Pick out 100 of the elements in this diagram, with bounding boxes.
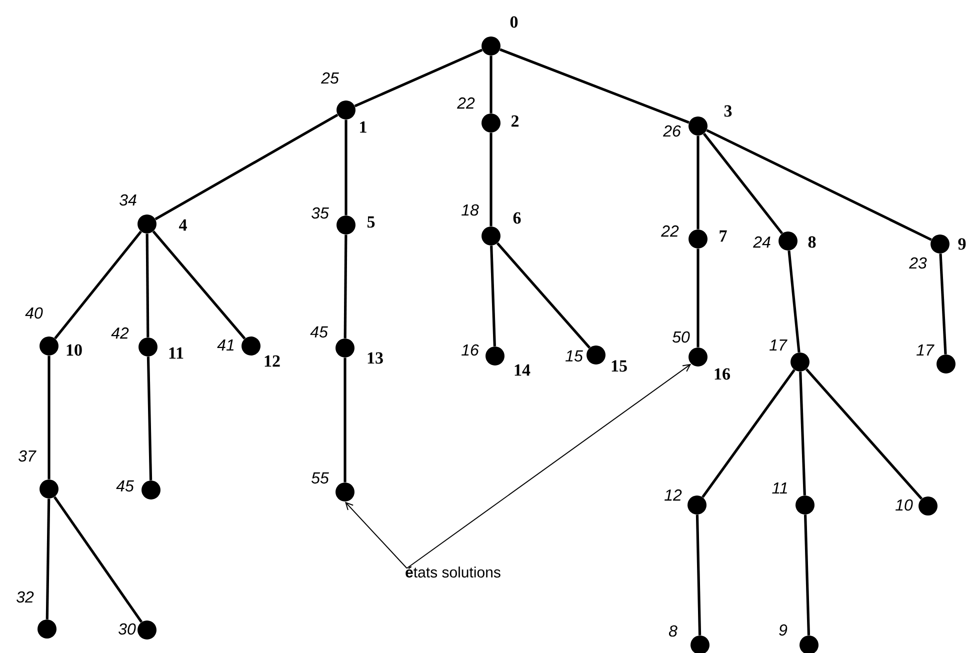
node-number: 12 (264, 355, 280, 367)
tree-edge (702, 369, 796, 498)
cost-value: 10 (896, 499, 913, 511)
leader-line (406, 364, 692, 569)
tree-node-dot (688, 230, 708, 248)
node-number: 6 (513, 212, 521, 224)
tree-node-dot (336, 482, 354, 502)
cost-value: 15 (566, 350, 583, 362)
tree-node-dot (796, 496, 815, 514)
tree-node-dot (138, 338, 158, 356)
tree-edge (500, 48, 690, 124)
cost-value: 55 (311, 472, 329, 484)
node-number: 15 (612, 360, 627, 372)
tree-node-dot (242, 336, 260, 356)
tree-node-dot (586, 346, 606, 364)
tree-node-dot (936, 354, 956, 374)
tree-edge (46, 498, 50, 620)
node-number: 4 (179, 219, 187, 231)
tree-node-dot (482, 226, 500, 246)
tree-node-dot (790, 352, 810, 372)
tree-edge (696, 248, 700, 348)
tree-edge (805, 368, 923, 500)
cost-value: 42 (111, 327, 129, 339)
cost-value: 45 (116, 480, 134, 492)
cost-value: 16 (462, 344, 479, 356)
tree-edge (154, 114, 338, 220)
cost-value: 11 (772, 482, 787, 494)
cost-value: 30 (118, 623, 136, 635)
node-number: 2 (511, 115, 519, 127)
tree-node-dot (38, 620, 56, 638)
leader-line (345, 502, 408, 569)
tree-node-dot (688, 348, 708, 366)
cost-value: 50 (672, 331, 690, 343)
tree-edge (788, 250, 800, 352)
tree-edge (702, 132, 784, 234)
tree-edge (54, 230, 142, 340)
node-number: 8 (808, 236, 816, 248)
node-number: 13 (368, 352, 383, 364)
cost-value: 35 (311, 207, 329, 219)
tree-node-dot (688, 496, 707, 514)
tree-node-dot (482, 114, 500, 132)
tree-edge (146, 356, 152, 480)
cost-value: 17 (770, 340, 788, 350)
tree-edge (490, 246, 496, 346)
cost-value: 22 (457, 97, 475, 109)
tree-node-dot (918, 496, 938, 516)
node-number: 3 (724, 105, 732, 117)
node-number: 16 (714, 368, 730, 380)
tree-node-dot (336, 216, 356, 234)
cost-value: 12 (664, 489, 682, 501)
tree-node-dot (778, 232, 798, 250)
tree-node-dot (40, 336, 58, 356)
node-number: 7 (720, 230, 727, 242)
tree-edge (48, 356, 50, 480)
node-number: 1 (360, 121, 366, 133)
node-number: 5 (367, 216, 375, 228)
node-number: 14 (514, 364, 530, 376)
tree-edge (696, 136, 700, 230)
tree-edge (706, 129, 932, 241)
tree-edge (799, 372, 806, 496)
cost-value: 41 (217, 340, 234, 350)
tree-edge (53, 496, 143, 623)
tree-node-dot (930, 234, 950, 254)
annotation-text: états solutions (406, 566, 500, 578)
node-number: 10 (66, 344, 82, 356)
tree-node-dot (138, 214, 156, 234)
cost-value: 9 (779, 624, 788, 636)
tree-edge (804, 514, 810, 636)
tree-edge (344, 234, 348, 338)
cost-value: 34 (119, 194, 136, 206)
tree-edge (490, 132, 492, 226)
tree-edge (496, 242, 591, 349)
cost-value: 24 (753, 236, 770, 248)
tree-node-dot (336, 338, 354, 358)
tree-edge (344, 358, 346, 482)
cost-value: 8 (668, 625, 678, 637)
cost-value: 17 (916, 344, 934, 356)
cost-value: 45 (310, 326, 328, 338)
node-number: 9 (958, 238, 966, 250)
node-number: 0 (510, 16, 518, 28)
cost-value: 37 (18, 450, 36, 462)
cost-value: 18 (462, 204, 479, 216)
tree-node-dot (40, 480, 58, 498)
cost-value: 26 (663, 125, 681, 137)
cost-value: 22 (661, 225, 679, 237)
cost-value: 40 (25, 307, 43, 319)
tree-node-dot (336, 100, 356, 120)
cost-value: 23 (909, 257, 927, 269)
tree-edge (152, 230, 246, 340)
tree-edge (146, 234, 150, 338)
cost-value: 25 (321, 72, 339, 84)
tree-node-dot (482, 36, 500, 56)
node-number: 11 (169, 347, 184, 359)
tree-node-dot (142, 480, 160, 500)
tree-edge (939, 254, 947, 354)
tree-edge (354, 48, 483, 108)
tree-edge (344, 120, 348, 216)
tree-node-dot (688, 116, 708, 136)
tree-node-dot (138, 620, 156, 640)
tree-edge (490, 56, 492, 114)
